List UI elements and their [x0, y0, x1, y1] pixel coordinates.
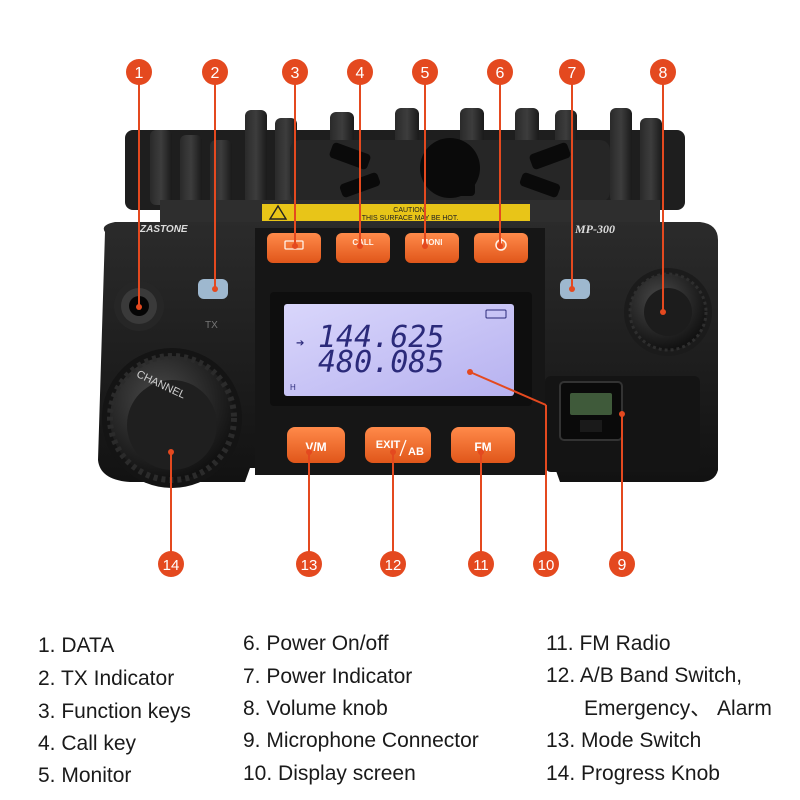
exit-key-label: EXIT [376, 439, 401, 451]
legend-item-12-cont: Emergency、 Alarm [584, 697, 772, 720]
parts-legend: 1. DATA 2. TX Indicator 3. Function keys… [0, 620, 800, 800]
callout-14: 14 [158, 551, 184, 577]
callout-10-label: 10 [538, 557, 555, 574]
tx-panel-mark: TX [205, 320, 218, 331]
callout-8-label: 8 [659, 65, 668, 82]
callout-2-label: 2 [211, 65, 220, 82]
leader-dots [136, 243, 666, 455]
callout-7-label: 7 [568, 65, 577, 82]
callout-2: 2 [202, 59, 228, 85]
legend-item-7: 7. Power Indicator [243, 665, 413, 688]
caution-label [262, 204, 530, 221]
display-screen: ➔ 144.625 480.085 H [270, 292, 532, 406]
callout-7: 7 [559, 59, 585, 85]
warning-icon [268, 204, 288, 220]
arrow-icon: ➔ [296, 338, 304, 349]
legend-item-2: 2. TX Indicator [38, 667, 175, 690]
legend-item-6: 6. Power On/off [243, 632, 389, 655]
legend-item-13: 13. Mode Switch [546, 729, 702, 752]
exit-ab-key[interactable]: EXIT AB [365, 427, 431, 463]
callout-13-label: 13 [301, 557, 318, 574]
call-key[interactable]: CALL [336, 233, 390, 263]
callout-3-label: 3 [291, 65, 300, 82]
bottom-keys: V/M EXIT AB FM [287, 427, 515, 463]
callout-8: 8 [650, 59, 676, 85]
callout-12-label: 12 [385, 557, 402, 574]
callout-14-label: 14 [163, 557, 180, 574]
callout-11: 11 [468, 551, 494, 577]
callout-10: 10 [533, 551, 559, 577]
leader-lines [138, 84, 664, 552]
callout-5-label: 5 [421, 65, 430, 82]
model-label: MP-300 [574, 222, 615, 236]
moni-key[interactable]: MONI [405, 233, 459, 263]
callout-1: 1 [126, 59, 152, 85]
ab-key-label: AB [408, 446, 424, 458]
callout-4: 4 [347, 59, 373, 85]
callout-1-label: 1 [135, 65, 144, 82]
function-keys: CALL MONI [267, 233, 528, 263]
volume-knob[interactable] [624, 268, 712, 356]
legend-item-12: 12. A/B Band Switch, [546, 664, 743, 687]
callout-3: 3 [282, 59, 308, 85]
legend-item-9: 9. Microphone Connector [243, 729, 479, 752]
vm-key[interactable]: V/M [287, 427, 345, 463]
battery-icon [485, 309, 507, 319]
top-plate: CAUTION: THIS SURFACE MAY BE HOT. [160, 200, 660, 228]
lcd-frequency-a: 144.625 [318, 320, 444, 355]
callout-12: 12 [380, 551, 406, 577]
callout-9-label: 9 [618, 557, 627, 574]
heatsink [125, 108, 685, 210]
lcd-power-indicator: H [290, 383, 296, 392]
channel-knob[interactable]: CHANNEL [102, 348, 242, 488]
callout-13: 13 [296, 551, 322, 577]
legend-item-8: 8. Volume knob [243, 697, 388, 720]
callout-9: 9 [609, 551, 635, 577]
callout-5: 5 [412, 59, 438, 85]
brand-logo: ZASTONE [139, 224, 188, 235]
moni-key-label: MONI [422, 238, 443, 247]
legend-item-10: 10. Display screen [243, 762, 416, 785]
callout-4-label: 4 [356, 65, 365, 82]
radio-diagram: CAUTION: THIS SURFACE MAY BE HOT. ZASTON… [98, 59, 718, 577]
legend-item-4: 4. Call key [38, 732, 137, 755]
callout-11-label: 11 [473, 557, 489, 574]
legend-item-5: 5. Monitor [38, 764, 132, 787]
legend-item-3: 3. Function keys [38, 700, 191, 723]
fm-key[interactable]: FM [451, 427, 515, 463]
caution-line1: CAUTION: [393, 207, 427, 214]
callout-6-label: 6 [496, 65, 505, 82]
call-key-label: CALL [352, 238, 373, 247]
callout-6: 6 [487, 59, 513, 85]
legend-item-14: 14. Progress Knob [546, 762, 720, 785]
legend-item-1: 1. DATA [38, 634, 115, 657]
lcd-frequency-b: 480.085 [318, 345, 444, 380]
legend-item-11: 11. FM Radio [546, 632, 671, 655]
caution-line2: THIS SURFACE MAY BE HOT. [362, 215, 459, 222]
